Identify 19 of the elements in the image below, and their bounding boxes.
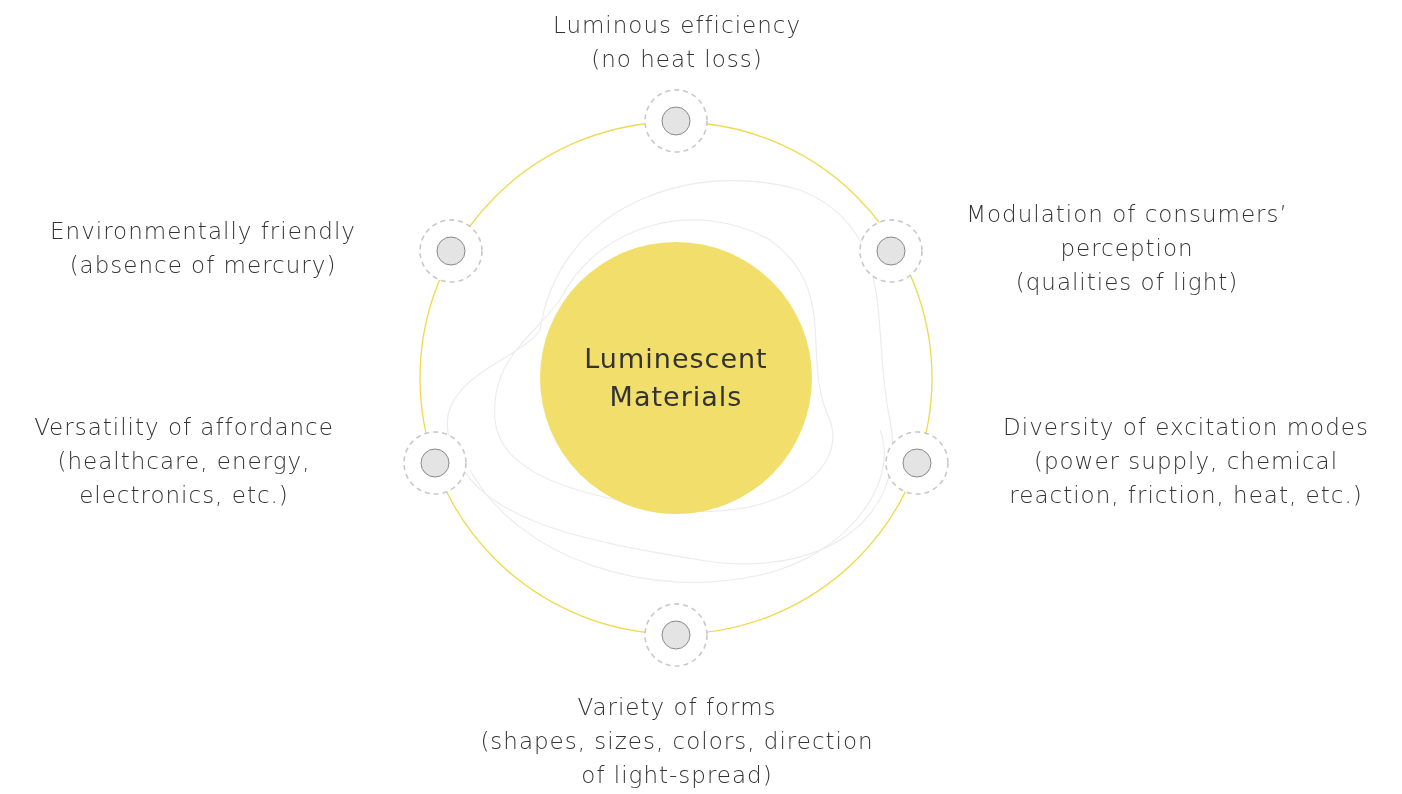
dot-marker xyxy=(644,603,708,667)
feature-title: Modulation of consumers’ perception xyxy=(965,200,1289,263)
dot-marker xyxy=(403,431,467,495)
dot-marker xyxy=(885,431,949,495)
feature-detail: (no heat loss) xyxy=(591,45,763,74)
feature-detail: (absence of mercury) xyxy=(69,251,337,280)
feature-detail: (healthcare, energy, electronics, etc.) xyxy=(56,447,312,510)
feature-detail: (shapes, sizes, colors, direction of light-spread) xyxy=(479,727,875,790)
central-title: Luminescent Materials xyxy=(583,342,769,414)
feature-title: Luminous efficiency xyxy=(552,11,802,40)
feature-title: Environmentally friendly xyxy=(50,217,356,246)
feature-detail: (qualities of light) xyxy=(1015,268,1239,297)
dot-marker xyxy=(419,219,483,283)
dot-marker xyxy=(859,219,923,283)
dot-marker xyxy=(644,89,708,153)
feature-detail: (power supply, chemical reaction, friction, heat, etc.) xyxy=(1008,447,1364,510)
feature-title: Variety of forms xyxy=(577,693,777,722)
feature-title: Diversity of excitation modes xyxy=(1003,413,1369,442)
feature-title: Versatility of affordance xyxy=(34,413,334,442)
